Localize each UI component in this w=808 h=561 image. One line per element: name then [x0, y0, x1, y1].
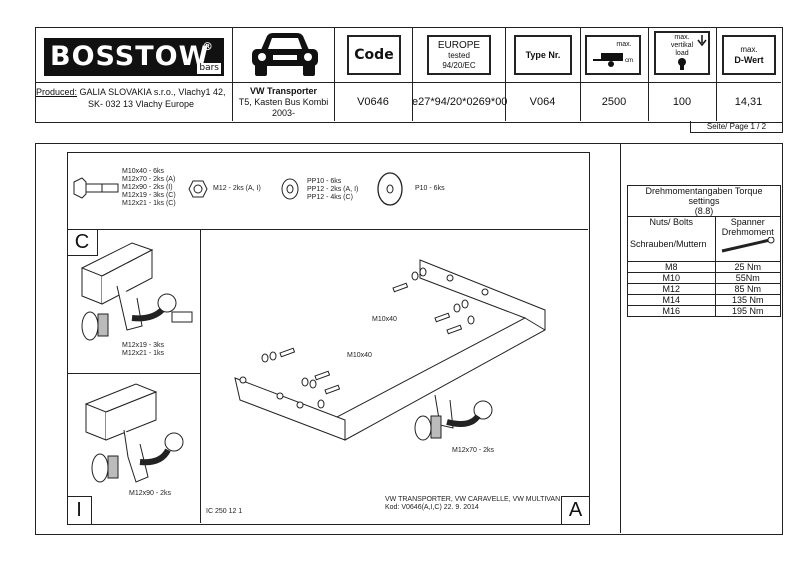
panel-c-labels: M12x19 - 3ks M12x21 - 1ks — [122, 342, 165, 357]
header-sep — [412, 27, 413, 121]
drawing-sep — [67, 229, 588, 230]
drawing-sep — [200, 229, 201, 523]
header-sep — [505, 27, 506, 121]
vertical-load-box: max. vertikal load — [654, 31, 710, 75]
header-box — [35, 27, 783, 123]
torque-col1-header: Nuts/ Bolts Schrauben/Muttern — [627, 216, 716, 262]
code-value: V0646 — [357, 96, 389, 108]
producer-info: Produced: GALIA SLOVAKIA s.r.o., Vlachy1… — [36, 87, 226, 109]
hitch-detail-i — [84, 383, 184, 483]
nut-label: M12 - 2ks (A, I) — [213, 185, 261, 192]
big-washer-icon — [377, 172, 403, 206]
approval-value: e27*94/20*0269*00 — [412, 96, 508, 108]
panel-a-label: M12x70 - 2ks — [452, 447, 495, 454]
max-box: max. cm — [585, 35, 641, 75]
header-divider — [35, 82, 781, 83]
main-sep — [620, 143, 621, 533]
drawing-code: IC 250 12 1 — [206, 508, 243, 515]
svg-text:cm: cm — [625, 58, 633, 64]
washer-list: PP10 - 6ks PP12 - 2ks (A, I) PP12 - 4ks … — [307, 178, 359, 201]
drawing-footer: VW TRANSPORTER, VW CARAVELLE, VW MULTIVA… — [385, 496, 561, 511]
hitch-detail-c — [80, 242, 193, 341]
torque-col2-header: Spanner Drehmoment — [714, 216, 781, 262]
down-arrow-icon — [697, 35, 707, 47]
nut-icon — [188, 180, 208, 198]
towball-icon — [678, 58, 686, 70]
bosstow-logo: BOSSTOW®bars — [44, 38, 224, 76]
page-indicator: Seite/ Page 1 / 2 — [690, 121, 783, 133]
dwert-box: max. D-Wert — [722, 35, 776, 75]
vehicle-info: VW Transporter T5, Kasten Bus Kombi 2003… — [238, 86, 329, 118]
panel-a-letter: A — [561, 496, 589, 524]
panel-c-letter: C — [67, 229, 98, 256]
header-sep — [648, 27, 649, 121]
torque-wrench-icon — [721, 236, 775, 253]
code-box: Code — [347, 35, 401, 75]
bolt-icon — [73, 177, 119, 199]
panel-i-letter: I — [67, 496, 92, 524]
drawing-frame — [67, 152, 590, 525]
max-value: 2500 — [601, 96, 627, 108]
type-box: Type Nr. — [514, 35, 572, 75]
panel-i-label: M12x90 - 2ks — [129, 490, 172, 497]
dwert-value: 14,31 — [734, 96, 763, 108]
header-sep — [334, 27, 335, 121]
car-icon — [252, 33, 318, 76]
washer-icon — [281, 178, 299, 200]
torque-title: Drehmomentangaben Torque settings(8.8) — [627, 185, 781, 217]
header-sep — [232, 27, 233, 121]
header-sep — [580, 27, 581, 121]
torque-table: Drehmomentangaben Torque settings(8.8) N… — [627, 185, 781, 317]
big-washer-label: P10 - 6ks — [415, 185, 445, 192]
m10-label-2: M10x40 — [347, 352, 372, 359]
main-frame — [35, 143, 783, 535]
type-value: V064 — [529, 96, 556, 108]
europe-box: EUROPE tested 94/20/EC — [427, 35, 491, 75]
header-sep — [716, 27, 717, 121]
trailer-icon: cm — [593, 53, 633, 67]
drawing-sep — [67, 373, 200, 374]
towbar-assembly-drawing — [234, 259, 546, 441]
vertical-value: 100 — [672, 96, 692, 108]
m10-label-1: M10x40 — [372, 316, 397, 323]
bolt-list: M10x40 - 6ks M12x70 - 2ks (A) M12x90 - 2… — [122, 168, 176, 207]
